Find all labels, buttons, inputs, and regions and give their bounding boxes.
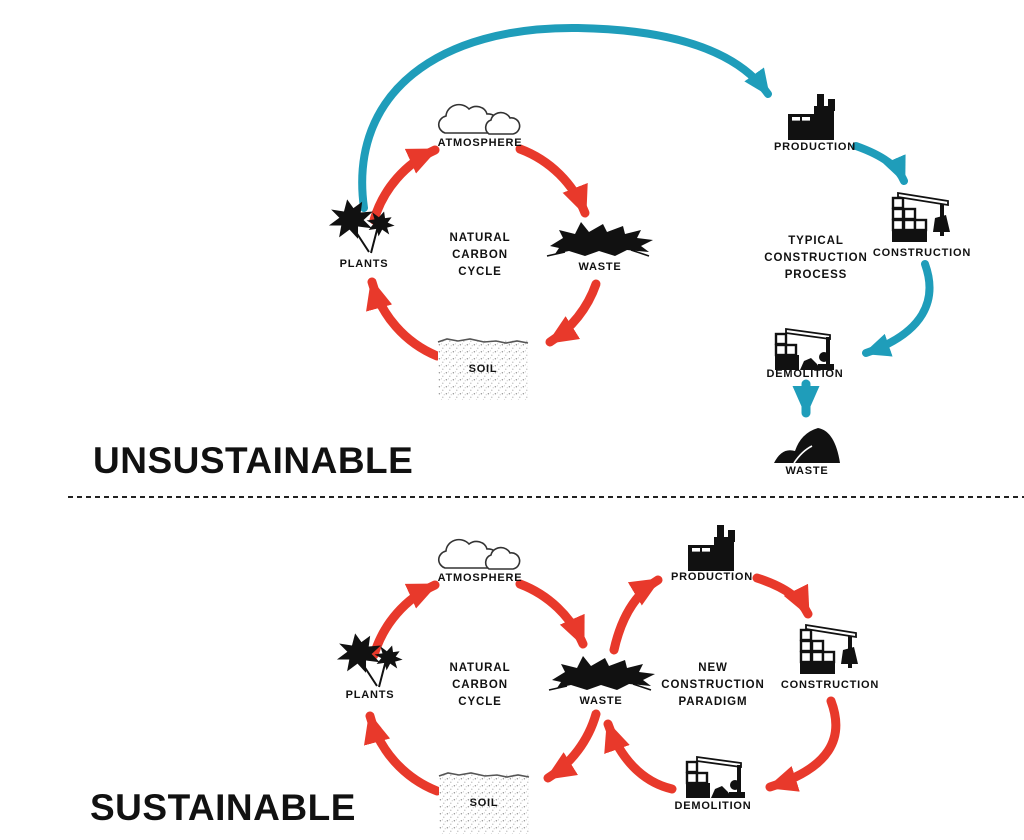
production-label: PRODUCTION <box>774 141 856 153</box>
node-waste-shared: WASTE <box>548 655 656 707</box>
plants-icon <box>330 627 407 688</box>
cloud-icon <box>437 103 521 135</box>
plants-label: PLANTS <box>340 258 389 270</box>
svg-text:CONSTRUCTION: CONSTRUCTION <box>764 252 867 264</box>
natural-cycle-caption: NATURAL CARBON CYCLE <box>449 662 510 708</box>
arrow-waste-production <box>609 575 663 655</box>
construction-label: CONSTRUCTION <box>781 679 879 691</box>
node-plants: PLANTS <box>330 627 407 701</box>
plants-label: PLANTS <box>346 689 395 701</box>
arrow-soil-plants <box>366 277 442 361</box>
construction-label: CONSTRUCTION <box>873 247 971 259</box>
cloud-icon <box>437 538 521 570</box>
arrow-production-construction <box>852 142 908 185</box>
arrow-construction-demolition <box>862 260 934 357</box>
svg-text:CARBON: CARBON <box>452 679 508 691</box>
svg-text:CYCLE: CYCLE <box>458 266 501 278</box>
section-unsustainable: ATMOSPHERE PLANTS WASTE SOIL NATURAL CAR… <box>93 23 971 481</box>
paradigm-caption: NEW CONSTRUCTION PARADIGM <box>661 662 764 708</box>
svg-text:CONSTRUCTION: CONSTRUCTION <box>661 679 764 691</box>
waste-label: WASTE <box>579 695 622 707</box>
atmosphere-label: ATMOSPHERE <box>438 137 523 149</box>
svg-text:CARBON: CARBON <box>452 249 508 261</box>
svg-text:NEW: NEW <box>698 662 728 674</box>
arrow-plants-atmosphere <box>369 145 440 225</box>
factory-icon <box>788 94 835 140</box>
landfill-waste-label: WASTE <box>785 465 828 477</box>
arrow-atmosphere-waste <box>515 144 590 218</box>
node-atmosphere: ATMOSPHERE <box>437 538 523 584</box>
process-caption: TYPICAL CONSTRUCTION PROCESS <box>764 235 867 281</box>
waste-mound-icon <box>773 427 841 464</box>
node-production: PRODUCTION <box>671 525 753 583</box>
section-sustainable: ATMOSPHERE PLANTS NATURAL CARBON CYCLE W… <box>90 525 879 835</box>
wrecking-crane-icon <box>773 327 836 372</box>
arrow-waste-soil <box>545 279 601 347</box>
node-plants: PLANTS <box>322 193 399 270</box>
node-construction: CONSTRUCTION <box>873 191 971 259</box>
node-landfill-waste: WASTE <box>773 427 841 477</box>
atmosphere-label: ATMOSPHERE <box>438 572 523 584</box>
node-construction: CONSTRUCTION <box>781 623 879 691</box>
svg-text:PARADIGM: PARADIGM <box>679 696 748 708</box>
demolition-label: DEMOLITION <box>766 368 843 380</box>
arrow-production-construction <box>752 573 813 619</box>
crane-building-icon <box>890 191 952 244</box>
waste-pile-icon <box>548 655 656 691</box>
node-demolition: DEMOLITION <box>766 327 843 380</box>
unsustainable-title: UNSUSTAINABLE <box>93 440 413 481</box>
svg-text:NATURAL: NATURAL <box>449 662 510 674</box>
waste-pile-icon <box>546 221 654 257</box>
arrow-soil-plants <box>364 711 442 796</box>
node-production: PRODUCTION <box>774 94 856 153</box>
node-demolition: DEMOLITION <box>674 755 751 812</box>
svg-text:CYCLE: CYCLE <box>458 696 501 708</box>
wrecking-crane-icon <box>684 755 747 800</box>
node-atmosphere: ATMOSPHERE <box>437 103 523 149</box>
node-waste-organic: WASTE <box>546 221 654 273</box>
demolition-label: DEMOLITION <box>674 800 751 812</box>
arrow-demolition-waste <box>603 719 677 794</box>
arrow-construction-demolition <box>765 696 841 792</box>
soil-label: SOIL <box>469 363 498 375</box>
node-soil: SOIL <box>438 772 530 835</box>
factory-icon <box>688 525 735 571</box>
production-label: PRODUCTION <box>671 571 753 583</box>
arrow-plants-production <box>358 23 772 212</box>
sustainable-title: SUSTAINABLE <box>90 787 356 828</box>
svg-text:TYPICAL: TYPICAL <box>788 235 844 247</box>
soil-label: SOIL <box>470 797 499 809</box>
crane-building-icon <box>798 623 860 676</box>
waste-label: WASTE <box>578 261 621 273</box>
arrow-atmosphere-waste <box>515 579 588 649</box>
node-soil: SOIL <box>437 338 529 401</box>
arrow-plants-atmosphere <box>369 580 440 660</box>
svg-text:PROCESS: PROCESS <box>785 269 848 281</box>
natural-cycle-caption: NATURAL CARBON CYCLE <box>449 232 510 278</box>
arrow-waste-soil <box>543 709 601 783</box>
svg-text:NATURAL: NATURAL <box>449 232 510 244</box>
